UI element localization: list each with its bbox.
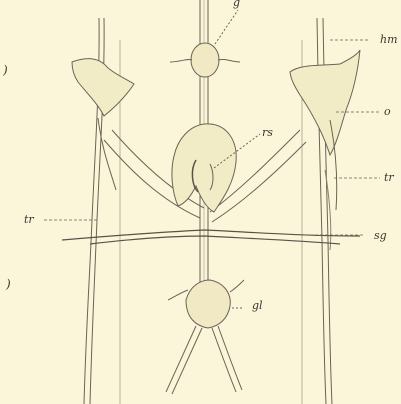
label-o: o bbox=[384, 106, 391, 118]
label-hm: hm bbox=[380, 34, 398, 46]
lower-diverging-nerves bbox=[166, 326, 242, 394]
label-tr-right: tr bbox=[384, 172, 394, 184]
receptaculum-seminis bbox=[172, 124, 260, 212]
left-ovary bbox=[72, 59, 134, 190]
top-ganglion bbox=[170, 10, 240, 77]
label-tr-left: tr bbox=[24, 214, 34, 226]
label-rs: rs bbox=[262, 127, 273, 139]
margin-mark-lower: ) bbox=[6, 278, 11, 290]
label-g: g bbox=[233, 0, 240, 9]
lower-ganglion bbox=[168, 280, 244, 328]
margin-mark-upper: ) bbox=[3, 64, 8, 76]
label-gl: gl bbox=[252, 300, 263, 312]
transverse-nerve bbox=[62, 230, 360, 244]
right-ovary bbox=[290, 50, 360, 250]
label-sg: sg bbox=[374, 230, 387, 242]
